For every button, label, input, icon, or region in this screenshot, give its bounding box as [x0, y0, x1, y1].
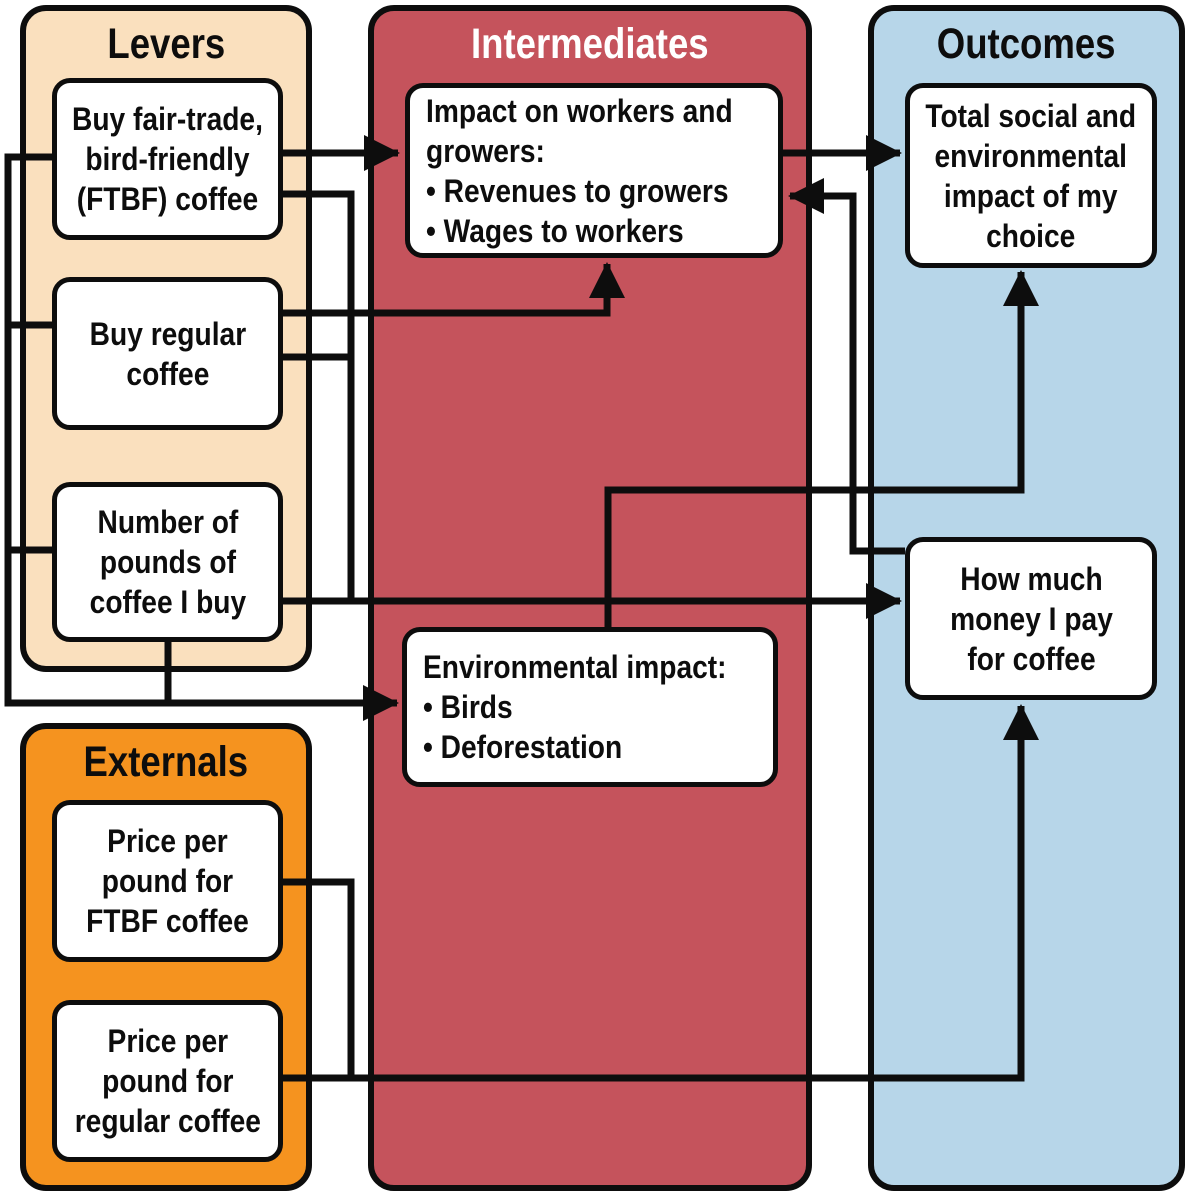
node-buy-regular-coffee: Buy regular coffee — [52, 277, 283, 430]
panel-outcomes-title: Outcomes — [937, 20, 1116, 68]
node-pounds-of-coffee-label: Number of pounds of coffee I buy — [89, 504, 246, 620]
node-price-regular: Price per pound for regular coffee — [52, 1000, 283, 1162]
node-environmental-impact: Environmental impact: • Birds • Deforest… — [402, 627, 778, 787]
node-price-ftbf-label: Price per pound for FTBF coffee — [86, 823, 249, 939]
node-money-paid: How much money I pay for coffee — [905, 537, 1157, 700]
panel-intermediates-title: Intermediates — [471, 20, 709, 68]
node-total-impact: Total social and environmental impact of… — [905, 83, 1157, 268]
node-buy-regular-coffee-label: Buy regular coffee — [89, 315, 246, 392]
node-environmental-impact-label: Environmental impact: • Birds • Deforest… — [423, 649, 727, 765]
node-buy-ftbf-coffee: Buy fair-trade, bird-friendly (FTBF) cof… — [52, 78, 283, 240]
node-total-impact-label: Total social and environmental impact of… — [925, 97, 1137, 254]
node-pounds-of-coffee: Number of pounds of coffee I buy — [52, 482, 283, 642]
node-price-regular-label: Price per pound for regular coffee — [74, 1023, 261, 1139]
node-price-ftbf: Price per pound for FTBF coffee — [52, 800, 283, 962]
panel-levers-title: Levers — [107, 20, 225, 68]
node-buy-ftbf-coffee-label: Buy fair-trade, bird-friendly (FTBF) cof… — [72, 101, 263, 217]
node-impact-workers-growers-label: Impact on workers and growers: • Revenue… — [426, 92, 733, 249]
node-money-paid-label: How much money I pay for coffee — [949, 560, 1113, 677]
node-impact-workers-growers: Impact on workers and growers: • Revenue… — [405, 83, 783, 258]
panel-externals-title: Externals — [83, 738, 249, 786]
